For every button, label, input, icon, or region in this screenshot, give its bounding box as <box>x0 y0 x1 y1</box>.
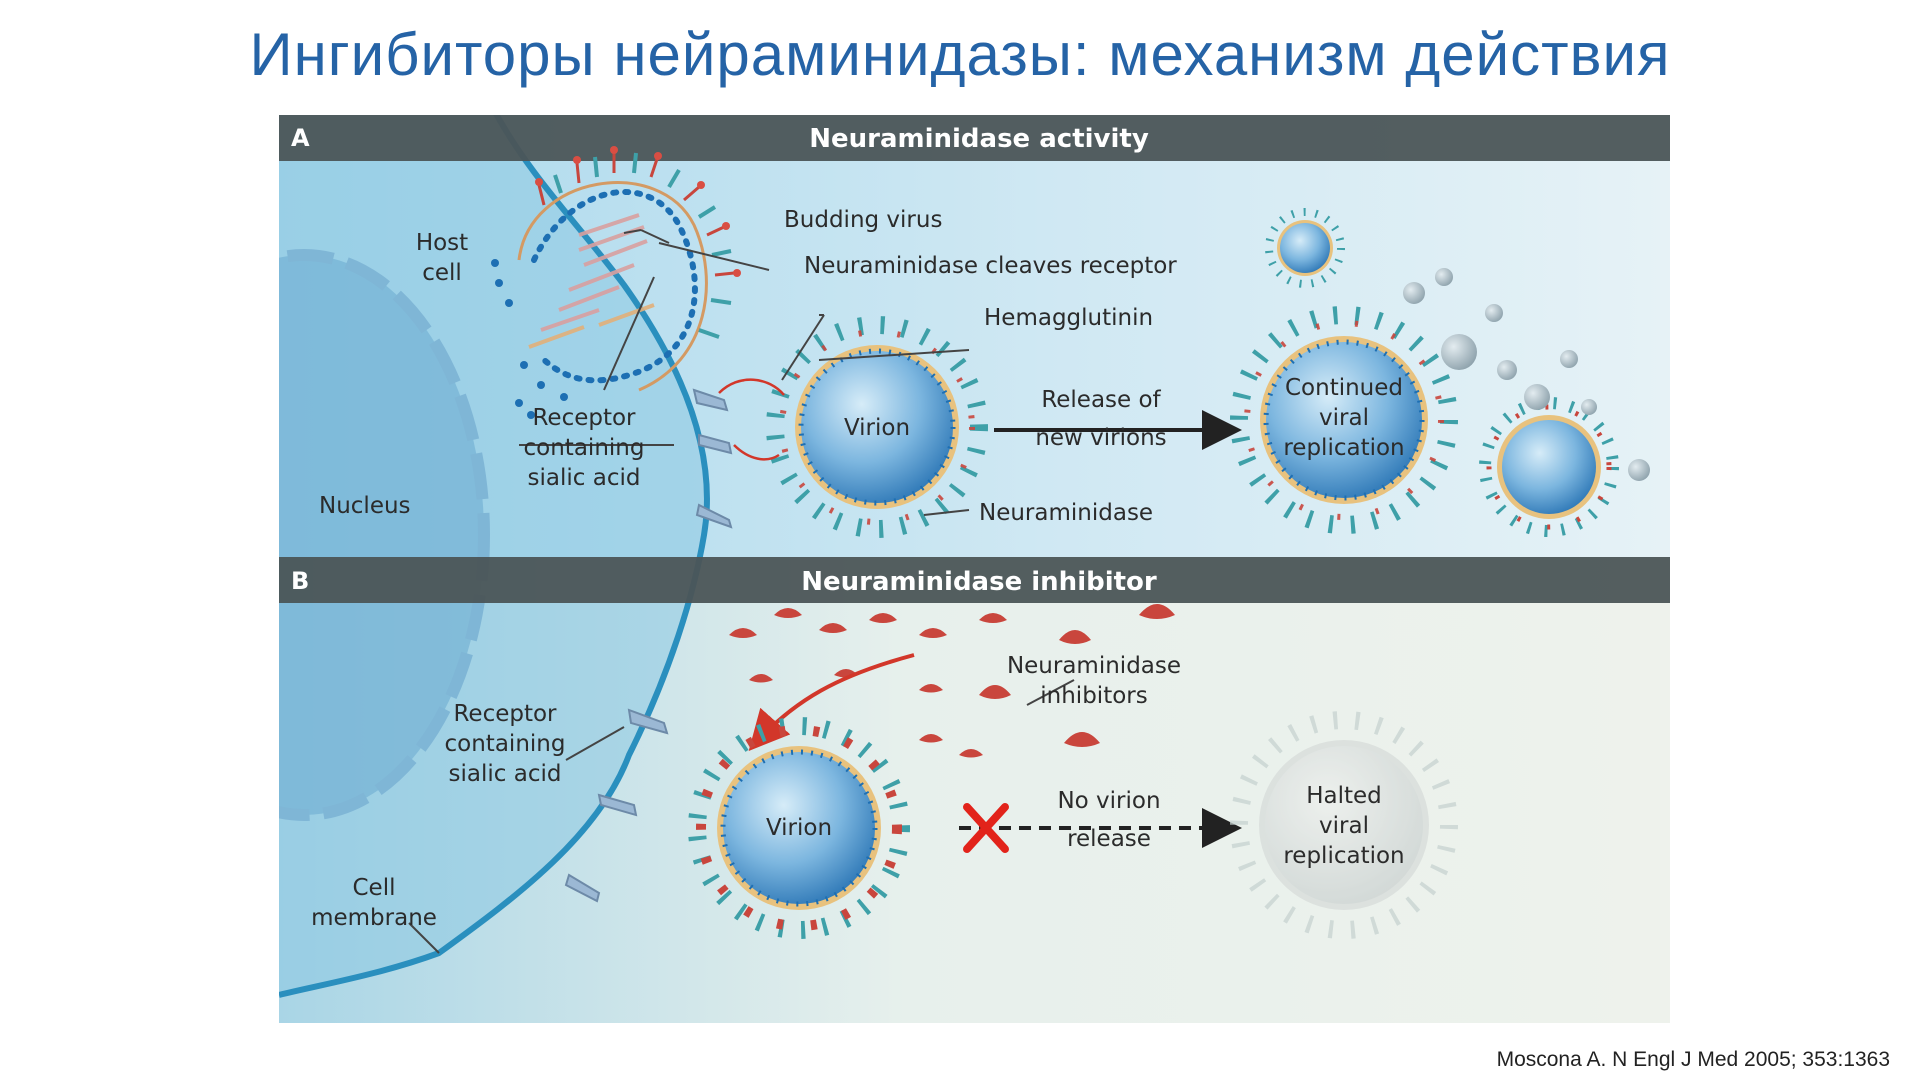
virion-b <box>688 717 910 939</box>
continued-label-3: replication <box>1283 435 1404 461</box>
virion-a <box>766 316 988 538</box>
distant-virions <box>1403 268 1650 481</box>
budding-virus-label: Budding virus <box>784 207 942 233</box>
nucleus <box>279 255 484 815</box>
virion-continued <box>1230 306 1458 534</box>
panel-a-letter: A <box>291 124 310 152</box>
continued-label-2: viral <box>1319 405 1369 431</box>
halted-label-1: Halted <box>1306 783 1382 809</box>
panel-b-letter: B <box>291 567 309 595</box>
host-cell-label-2: cell <box>422 260 462 286</box>
release-label-1: Release of <box>1041 387 1161 413</box>
membrane-label-2: membrane <box>311 905 437 931</box>
inhibitor-arrow <box>748 653 915 751</box>
cleaves-receptor-label: Neuraminidase cleaves receptor <box>804 253 1177 279</box>
continued-label-1: Continued <box>1285 375 1403 401</box>
virion-a-label: Virion <box>844 415 910 441</box>
receptor-b-label-3: sialic acid <box>449 761 562 787</box>
receptors-panel-a <box>692 388 733 529</box>
panel-a-header-bar <box>279 115 1670 161</box>
inhibitor-molecules <box>729 604 1175 758</box>
receptor-a-label-1: Receptor <box>532 405 636 431</box>
receptor-a-label-3: sialic acid <box>528 465 641 491</box>
release-label-2: new virions <box>1035 425 1166 451</box>
receptors-panel-b <box>564 708 669 903</box>
nucleus-envelope <box>279 249 490 821</box>
panel-a-header: Neuraminidase activity <box>809 124 1149 154</box>
hemagglutinin-label: Hemagglutinin <box>984 305 1153 331</box>
virion-halted <box>1230 711 1458 939</box>
no-release-label-1: No virion <box>1057 788 1160 814</box>
receptor-b-label-1: Receptor <box>453 701 557 727</box>
block-cross-icon <box>963 803 1009 853</box>
receptor-b-label-2: containing <box>445 731 566 757</box>
inhibitors-label-2: inhibitors <box>1040 683 1147 709</box>
virion-small-right <box>1479 397 1619 537</box>
budding-virus <box>491 146 741 419</box>
panel-b-header: Neuraminidase inhibitor <box>801 567 1157 597</box>
halted-label-3: replication <box>1283 843 1404 869</box>
virion-small-top <box>1265 208 1345 288</box>
inhibitors-label-1: Neuraminidase <box>1007 653 1181 679</box>
nucleus-label: Nucleus <box>319 493 411 519</box>
neuraminidase-label: Neuraminidase <box>979 500 1153 526</box>
panel-b-header-bar <box>279 557 1670 603</box>
slide-title: Ингибиторы нейраминидазы: механизм дейст… <box>249 21 1671 88</box>
membrane-label-1: Cell <box>353 875 396 901</box>
receptor-a-label-2: containing <box>524 435 645 461</box>
no-release-label-2: release <box>1067 826 1151 852</box>
halted-label-2: viral <box>1319 813 1369 839</box>
virion-b-label: Virion <box>766 815 832 841</box>
citation: Moscona A. N Engl J Med 2005; 353:1363 <box>1496 1048 1890 1071</box>
host-cell-label: Host <box>416 230 468 256</box>
mechanism-figure: A Neuraminidase activity B Neuraminidase… <box>279 115 1670 1023</box>
